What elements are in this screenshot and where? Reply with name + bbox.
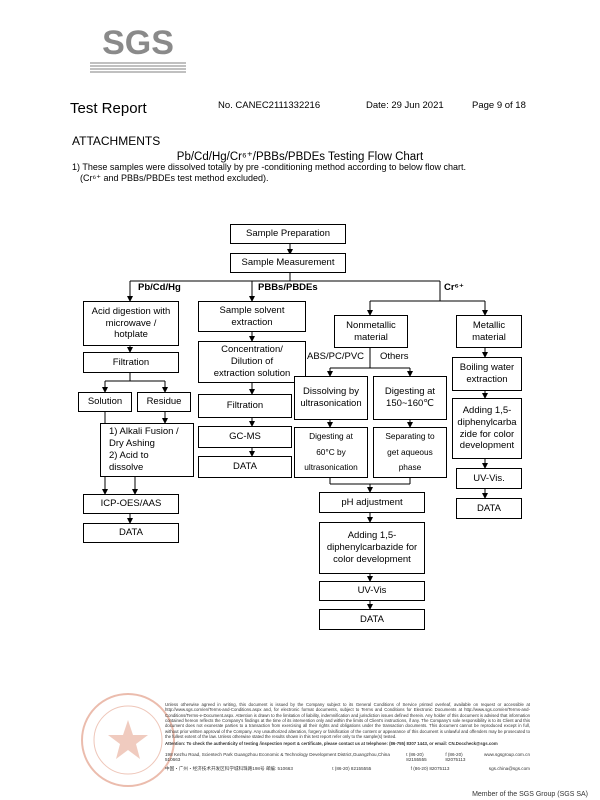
box-data-nm: DATA [319,609,425,630]
box-metallic-material: Metallic material [456,315,522,348]
page-number: Page 9 of 18 [472,100,526,111]
box-digesting-60: Digesting at 60°C by ultrasonication [294,427,368,478]
box-filtration-1: Filtration [83,352,179,373]
box-data-m: DATA [456,498,522,519]
address-email: sgs.china@sgs.com [488,766,530,771]
box-residue: Residue [137,392,191,412]
box-data-1: DATA [83,523,179,543]
box-gc-ms: GC-MS [198,426,292,448]
report-number: No. CANEC2111332216 [218,100,321,111]
address-fax: f (86-20) 82075113 [445,752,466,762]
flow-chart-title: Pb/Cd/Hg/Cr⁶⁺/PBBs/PBDEs Testing Flow Ch… [176,151,424,163]
others-label: Others [380,351,409,362]
footer-attention: Attention: To check the authenticity of … [165,740,498,746]
report-date: Date: 29 Jun 2021 [366,100,444,111]
address-tel-2: t (86-20) 82155555 [332,766,372,771]
address-tel: t (86-20) 82155555 [406,752,427,762]
box-data-2: DATA [198,456,292,478]
inspection-stamp-seal [81,693,175,787]
attachments-heading: ATTACHMENTS [72,134,161,148]
box-uv-vis-nm: UV-Vis [319,581,425,601]
member-of-sgs-group: Member of the SGS Group (SGS SA) [472,791,588,798]
box-ph-adjustment: pH adjustment [319,492,425,513]
box-acid-digestion: Acid digestion with microwave / hotplate [83,301,179,346]
box-uv-vis-m: UV-Vis. [456,468,522,489]
address-fax-2: f (86-20) 82075113 [410,766,450,771]
address-en: 198 Kezhu Road, Scientech Park Guangzhou… [165,752,390,762]
box-alkali-fusion: 1) Alkali Fusion / Dry Ashing 2) Acid to… [100,423,194,477]
note-line-2: (Cr⁶⁺ and PBBs/PBDEs test method exclude… [80,173,269,183]
box-solvent-extraction: Sample solvent extraction [198,301,306,332]
branch-cr6-label: Cr⁶⁺ [444,282,464,293]
report-title: Test Report [70,100,147,117]
box-sample-measurement: Sample Measurement [230,253,346,273]
svg-text:SGS: SGS [102,24,174,62]
box-concentration: Concentration/ Dilution of extraction so… [198,341,306,383]
box-solution: Solution [78,392,132,412]
abs-pc-pvc-label: ABS/PC/PVC [307,351,365,362]
note-line-1: 1) These samples were dissolved totally … [72,162,467,172]
box-sample-preparation: Sample Preparation [230,224,346,244]
branch-pbcdhg-label: Pb/Cd/Hg [138,282,181,293]
box-dissolving-ultrasonication: Dissolving by ultrasonication [294,376,368,420]
footer-disclaimer: Unless otherwise agreed in writing, this… [165,702,530,746]
box-filtration-2: Filtration [198,394,292,418]
sgs-logo: SGS [90,24,186,73]
box-boiling-water: Boiling water extraction [452,357,522,391]
address-cn: 中国・广州・经济技术开发区科学城科珠路198号 邮编: 510663 [165,766,293,771]
box-nonmetallic-material: Nonmetallic material [334,315,408,348]
footer-address: 198 Kezhu Road, Scientech Park Guangzhou… [165,752,530,772]
address-web: www.sgsgroup.com.cn [484,752,531,757]
box-icp-oes-aas: ICP-OES/AAS [83,494,179,514]
box-adding-diphenylcarbazide-nm: Adding 1,5- diphenylcarbazide for color … [319,522,425,574]
box-adding-diphenylcarbazide-m: Adding 1,5- diphenylcarba zide for color… [452,398,522,459]
box-separating: Separating to get aqueous phase [373,427,447,478]
box-digesting-150: Digesting at 150~160℃ [373,376,447,420]
branch-pbbs-label: PBBs/PBDEs [258,282,318,293]
